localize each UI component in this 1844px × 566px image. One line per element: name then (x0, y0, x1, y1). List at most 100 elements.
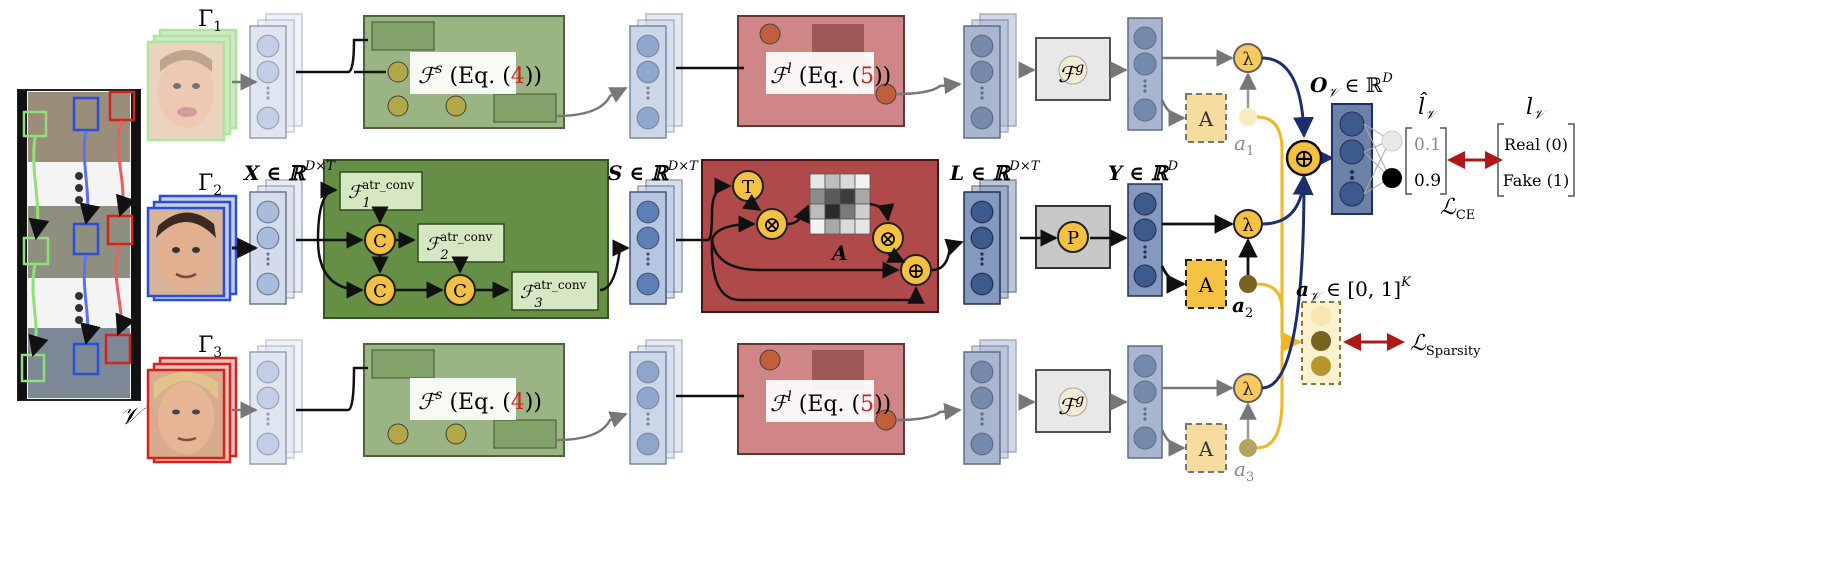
track1-box-frame1 (22, 110, 48, 138)
fs-block-bottom (363, 343, 565, 457)
attn-weight-middle: A (1185, 259, 1257, 309)
concat-node-3 (444, 274, 476, 306)
weight-a2: a2 (1232, 293, 1253, 321)
sparsity-paths (1256, 115, 1303, 450)
s-stack-bottom (629, 339, 683, 465)
attention-arrows (676, 177, 964, 304)
track1-link-a (28, 136, 50, 241)
track2-link-b (80, 254, 101, 346)
prediction-bracket-right (1440, 127, 1447, 195)
y-to-lambda-arrows (1160, 49, 1258, 457)
video-label: 𝒱 (120, 402, 148, 430)
output-vector-o (1331, 103, 1373, 215)
prediction-bracket-left (1405, 127, 1412, 195)
l-space-label: L ∈ ℝD×T (949, 159, 1041, 185)
x-stack-bottom (249, 339, 303, 465)
multiply-node-1-label: ⊗ (763, 213, 781, 238)
gamma1-label: Γ1 (198, 7, 222, 35)
prob-fake-value: 0.9 (1414, 171, 1441, 191)
o-vector-label: O𝒱 ∈ ℝD (1310, 71, 1393, 101)
fs-label-top: ℱs (Eq. (4)) (418, 61, 542, 89)
frame-ellipsis-dots (75, 172, 83, 324)
a-vector-label: a𝒱 ∈ [0, 1]K (1296, 275, 1412, 305)
y-space-label: Y ∈ ℝD (1108, 159, 1179, 185)
class-fake-label: Fake (1) (1503, 171, 1569, 190)
pool-node (1057, 221, 1089, 253)
x-stack-middle (249, 179, 303, 305)
weight-a3: a3 (1234, 457, 1254, 485)
s-stack-top (629, 13, 683, 139)
transpose-node-label: T (742, 177, 754, 198)
video-frame-1 (28, 92, 130, 162)
face-track-3 (146, 356, 238, 464)
add-node-attention (900, 254, 932, 286)
fl-label-top: ℱl (Eq. (5)) (770, 61, 891, 89)
conv3-box (511, 271, 599, 311)
y-vector-top (1127, 17, 1163, 131)
fg-block-top (1035, 37, 1111, 101)
track2-box-frame1 (72, 96, 100, 132)
label-bracket-right (1568, 123, 1575, 197)
lambda-bottom-label: λ (1242, 379, 1253, 400)
track1-link-b (28, 263, 49, 358)
multiply-node-1 (756, 208, 788, 240)
l-stack-bottom (963, 339, 1017, 465)
conv2-box (417, 223, 505, 263)
attn-weight-top-label: A (1198, 107, 1214, 131)
fl-label-bottom: ℱl (Eq. (5)) (770, 389, 891, 417)
conv1-box (339, 171, 423, 211)
weight-a1: a1 (1234, 131, 1254, 159)
lambda-top-label: λ (1242, 49, 1253, 70)
concat-node-2 (364, 274, 396, 306)
lambda-middle-label: λ (1242, 215, 1253, 236)
attn-weight-bottom: A (1185, 423, 1257, 473)
add-node-aggregation-label: ⊕ (1293, 144, 1315, 174)
attention-block: T ⊗ ⊗ ⊕ A (676, 159, 964, 313)
y-vector-bottom (1127, 345, 1163, 459)
multiply-node-2-label: ⊗ (879, 227, 897, 252)
loss-ce-label: ℒCE (1440, 195, 1475, 223)
video-filmstrip (17, 89, 141, 401)
y-vector-middle (1127, 183, 1163, 297)
x-space-label: X ∈ ℝD×T (242, 159, 336, 185)
attention-matrix (809, 173, 871, 235)
output-neuron-fake (1382, 168, 1402, 188)
loss-sparsity-label: ℒSparsity (1410, 331, 1481, 359)
fg-label-bottom: ℱg (1058, 392, 1084, 420)
s-space-label: S ∈ ℝD×T (608, 159, 699, 185)
arrow-fs-top-to-s1 (555, 86, 628, 118)
concat-node-1-label: C (373, 231, 387, 252)
atrous-conv-arrows (296, 181, 630, 299)
attn-weight-middle-label: A (1198, 273, 1214, 297)
fl-block-bottom (737, 343, 905, 455)
lambda-node-middle: λ (1233, 209, 1263, 239)
pool-node-label: P (1067, 228, 1079, 249)
concat-node-1 (364, 224, 396, 256)
fg-block-bottom (1035, 369, 1111, 433)
aggregation-paths (1261, 56, 1335, 390)
face-track-2 (146, 194, 238, 302)
attn-weight-top: A (1185, 93, 1257, 143)
fs-block-top (363, 15, 565, 129)
fl-block-top (737, 15, 905, 127)
add-node-attention-label: ⊕ (907, 259, 925, 284)
arrow-fl-top-to-l1 (895, 76, 962, 96)
l-hat-label: l̂𝒱 (1418, 93, 1440, 123)
concat-node-2-label: C (373, 281, 387, 302)
l-stack-middle (963, 179, 1017, 305)
arrow-x1-to-fs (296, 38, 368, 74)
attention-matrix-label: A (830, 241, 848, 265)
prob-real-value: 0.1 (1414, 135, 1441, 155)
attn-weight-bottom-label: A (1198, 437, 1214, 461)
fg-label-top: ℱg (1058, 60, 1084, 88)
lambda-node-bottom: λ (1233, 373, 1263, 403)
face-track-1 (146, 28, 238, 142)
fs-label-bottom: ℱs (Eq. (4)) (418, 387, 542, 415)
l-true-label: l𝒱 (1526, 95, 1548, 123)
arrow-fs-bottom-to-s3 (555, 411, 628, 442)
track3-link-a (115, 120, 136, 217)
